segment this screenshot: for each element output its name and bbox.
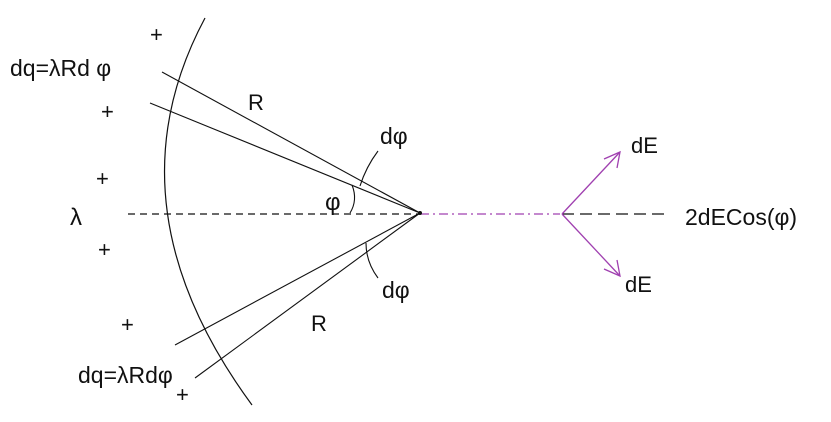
- dq-label-top: dq=λRd φ: [10, 55, 111, 81]
- phi-label: φ: [325, 189, 341, 216]
- de-label-top: dE: [631, 133, 658, 158]
- charge-plus-5: +: [121, 312, 134, 337]
- charge-plus-4: +: [98, 237, 111, 262]
- charge-plus-2: +: [101, 99, 114, 124]
- dphi-label-bottom: dφ: [382, 277, 410, 303]
- dq-label-bottom: dq=λRdφ: [78, 362, 173, 388]
- lambda-label: λ: [70, 204, 82, 231]
- field-vector-lower-arrowhead: [603, 259, 621, 278]
- radius-upper-outer: [161, 71, 421, 214]
- radius-lower-inner: [174, 212, 421, 346]
- charge-plus-6: +: [176, 382, 189, 407]
- charge-plus-3: +: [96, 166, 109, 191]
- phi-angle-arc: [349, 184, 356, 214]
- field-vector-upper: [561, 151, 621, 215]
- charged-arc: [164, 17, 253, 406]
- field-vector-upper-arrowhead: [603, 150, 621, 169]
- dphi-angle-arc-top: [359, 150, 379, 187]
- field-vector-lower: [561, 213, 621, 277]
- de-label-bottom: dE: [625, 272, 652, 297]
- dphi-label-top: dφ: [380, 123, 408, 149]
- charge-plus-1: +: [150, 22, 163, 47]
- dphi-angle-arc-bottom: [365, 242, 379, 279]
- radius-upper-inner: [149, 102, 421, 214]
- radius-lower-outer: [194, 212, 421, 379]
- resultant-label: 2dECos(φ): [685, 204, 797, 230]
- radius-label-top: R: [248, 90, 264, 115]
- radius-label-bottom: R: [311, 311, 327, 336]
